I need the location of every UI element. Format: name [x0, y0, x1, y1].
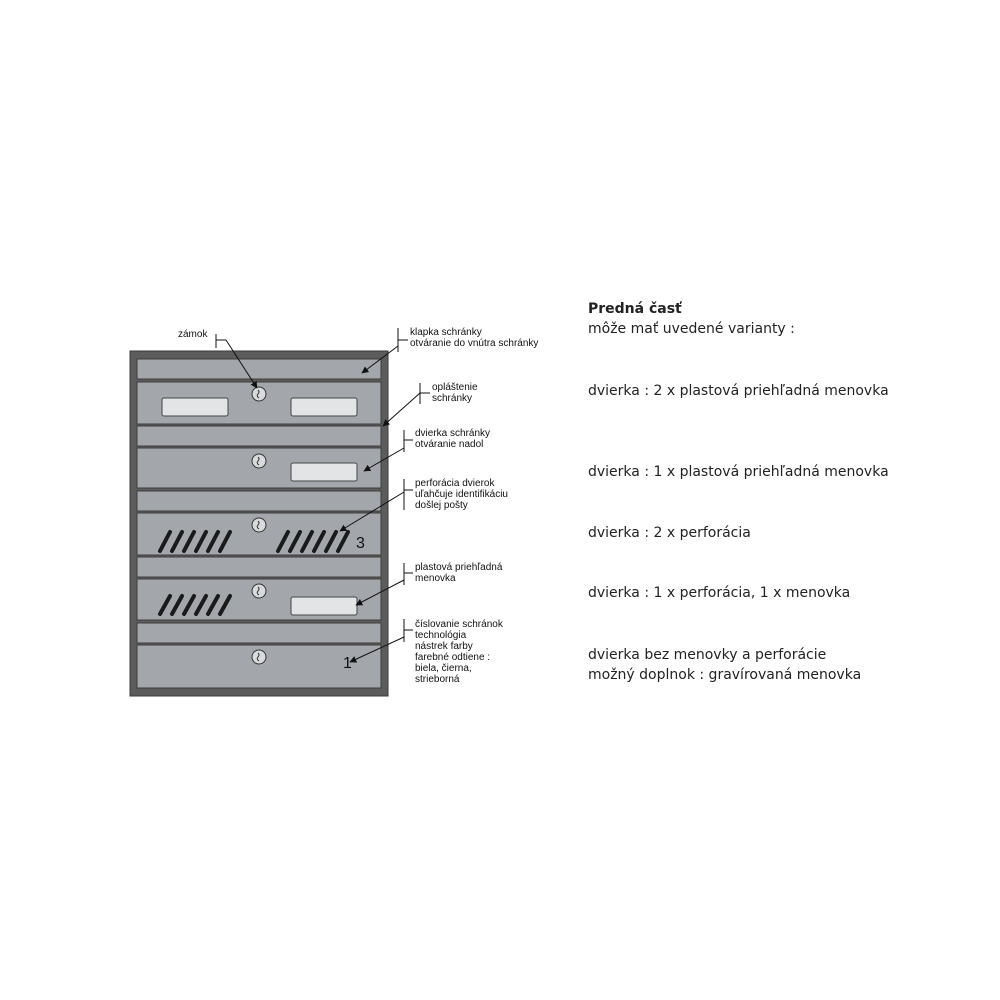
lock-icon	[251, 583, 267, 599]
nameplate-2	[290, 397, 358, 417]
variant-5: dvierka bez menovky a perforácie možný d…	[588, 647, 862, 683]
top-flap-panel	[136, 358, 382, 380]
nameplate-4	[290, 596, 358, 616]
variant-4: dvierka : 1 x perforácia, 1 x menovka	[588, 585, 851, 601]
flap-panel-2	[136, 490, 382, 512]
perforation-left-4	[158, 594, 232, 616]
box-number-3: 3	[356, 535, 365, 552]
description-subtitle: môže mať uvedené varianty :	[588, 321, 795, 337]
nameplate-1	[161, 397, 229, 417]
flap-panel-1	[136, 425, 382, 447]
perforation-right-3	[276, 530, 350, 553]
description-header: Predná časť môže mať uvedené varianty :	[588, 299, 795, 339]
annotation-numbering: číslovanie schránok technológia nástrek …	[415, 619, 503, 685]
lock-icon	[251, 649, 267, 665]
lock-icon	[251, 517, 267, 533]
variant-2: dvierka : 1 x plastová priehľadná menovk…	[588, 464, 889, 480]
annotation-nameplate: plastová priehľadná menovka	[415, 562, 503, 584]
description-title: Predná časť	[588, 301, 682, 317]
annotation-door: dvierka schránky otváranie nadol	[415, 428, 491, 450]
flap-panel-3	[136, 556, 382, 578]
annotation-flap: klapka schránky otváranie do vnútra schr…	[410, 327, 539, 349]
annotation-perforation: perforácia dvierok uľahčuje identifikáci…	[415, 478, 508, 511]
nameplate-3	[290, 462, 358, 482]
annotation-lock: zámok	[178, 329, 208, 340]
leader-lines	[215, 328, 430, 663]
variant-1: dvierka : 2 x plastová priehľadná menovk…	[588, 383, 889, 399]
flap-panel-4	[136, 622, 382, 644]
lock-icon	[251, 386, 267, 402]
variant-3: dvierka : 2 x perforácia	[588, 525, 751, 541]
perforation-left-3	[158, 530, 232, 553]
annotation-casing: opláštenie schránky	[432, 382, 478, 404]
box-number-1: 1	[343, 655, 352, 672]
lock-icon	[251, 453, 267, 469]
